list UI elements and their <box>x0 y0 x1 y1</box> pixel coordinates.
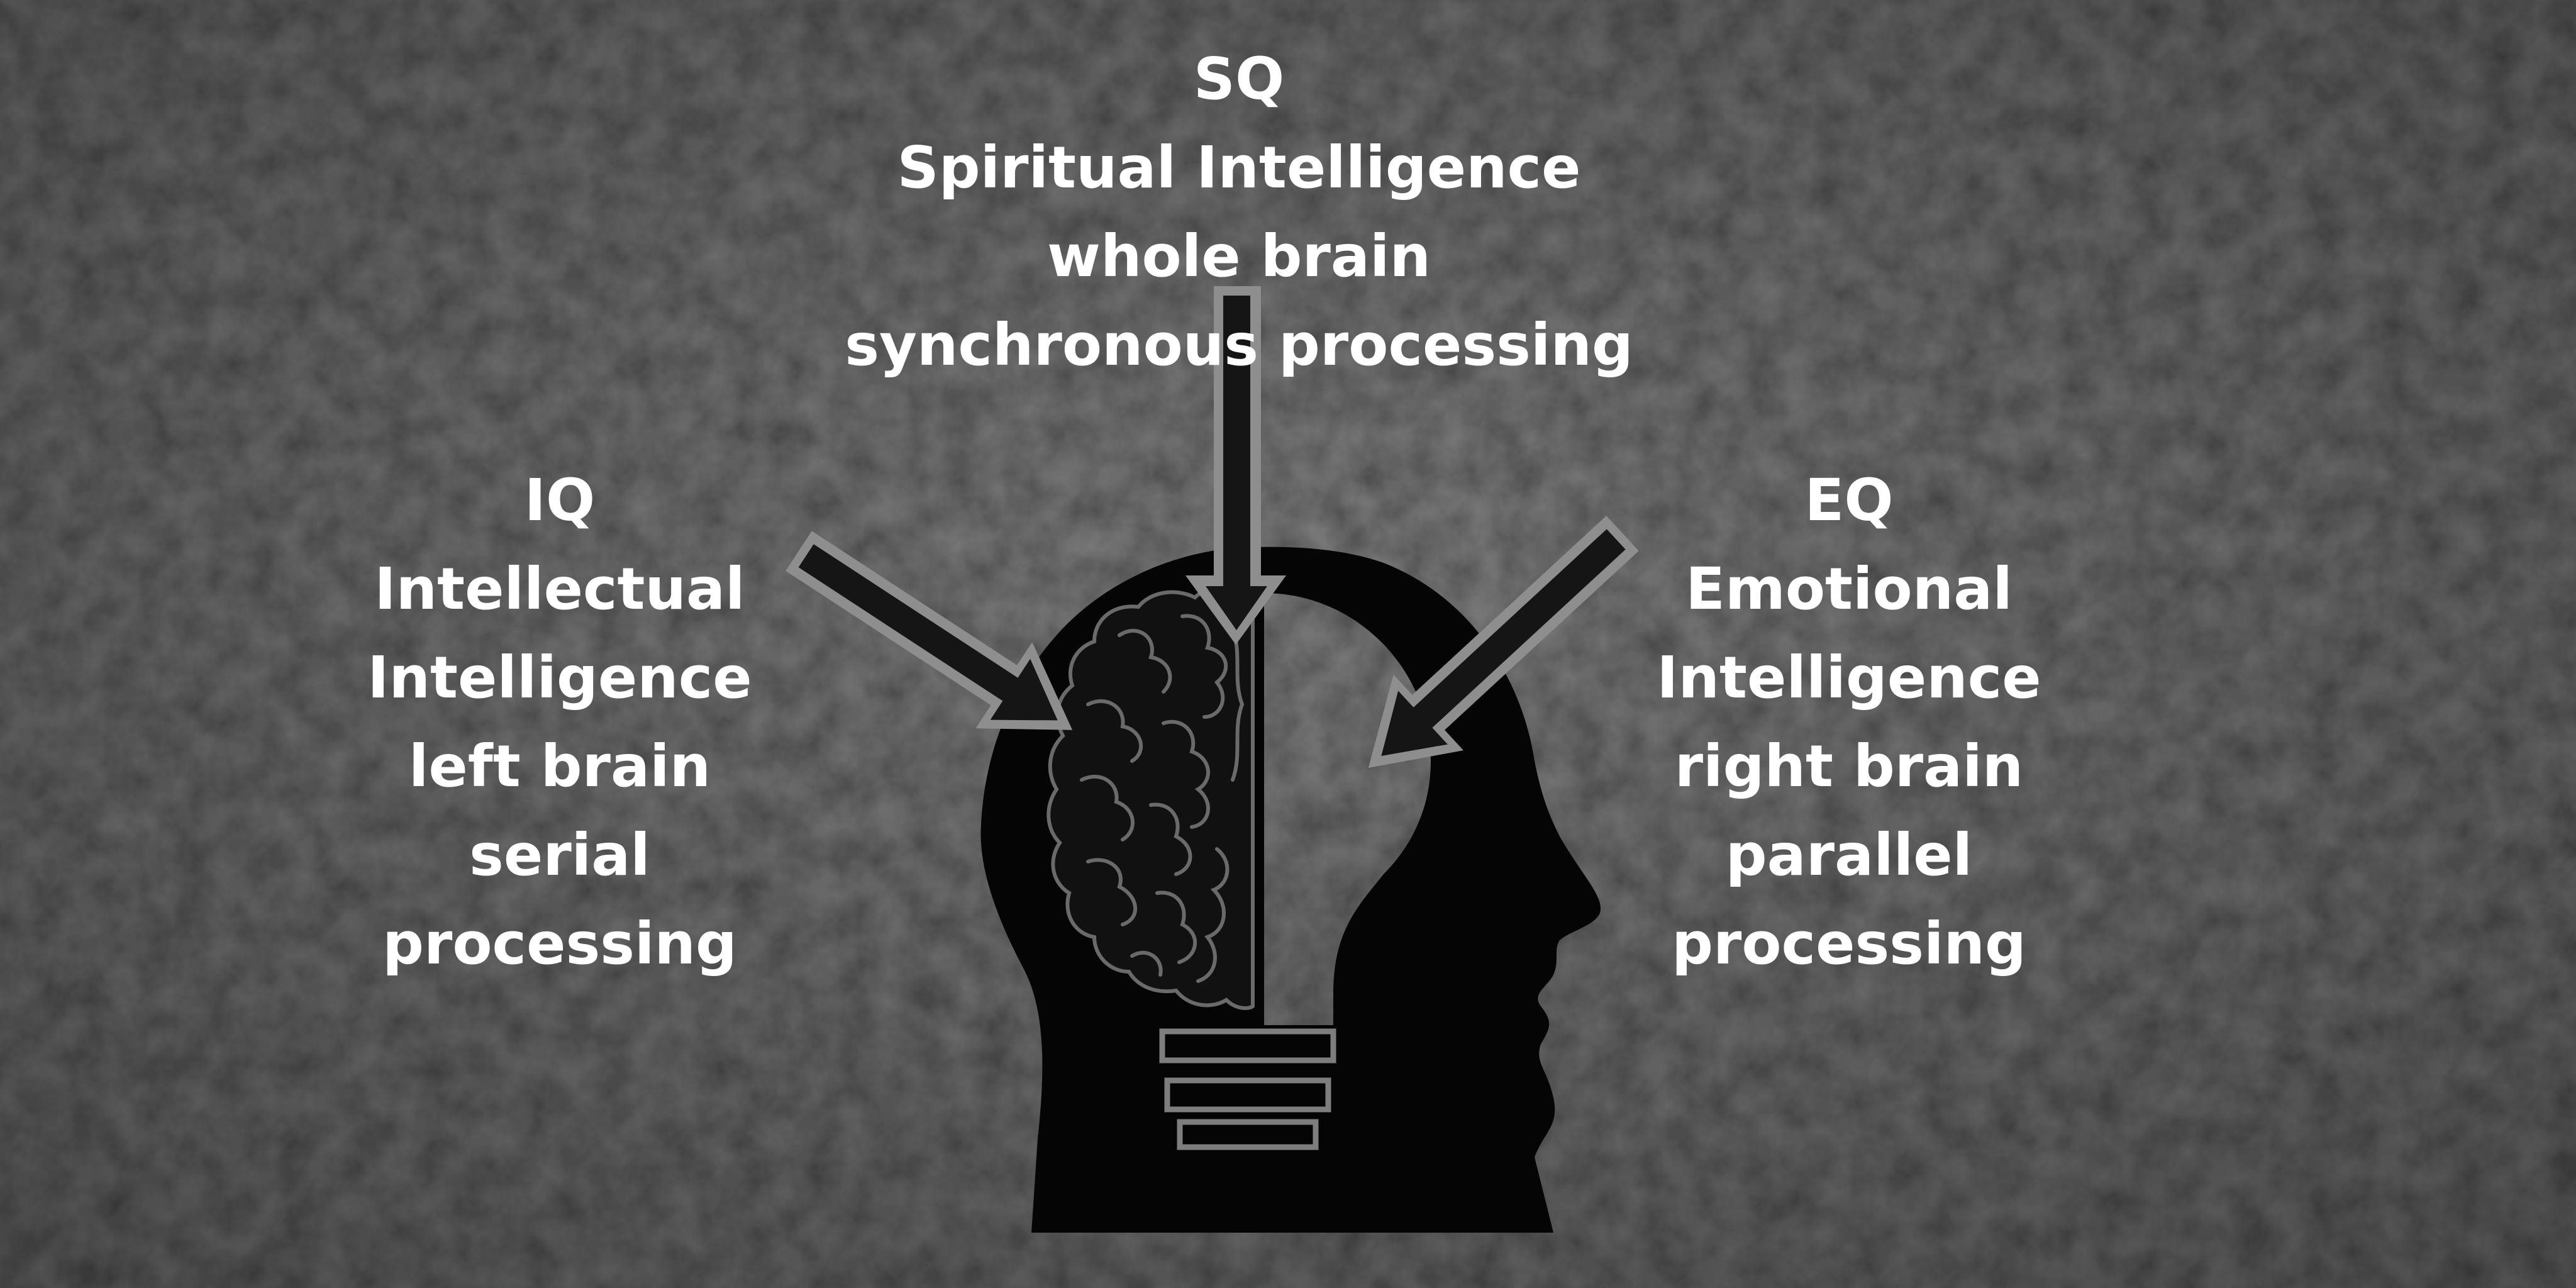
sq-region: whole brain <box>1047 223 1431 290</box>
iq-label: IQ Intellectual Intelligence left brain … <box>314 456 805 988</box>
brain-fold <box>1086 858 1138 926</box>
brain-fold <box>1086 699 1143 763</box>
eq-label: EQ Emotional Intelligence right brain pa… <box>1610 456 2088 988</box>
brain-fold <box>1118 628 1172 694</box>
brain-icon <box>1046 583 1255 1010</box>
brain-fold <box>1130 950 1163 977</box>
arrow-down-right-shaft <box>798 544 1058 721</box>
sq-name: Spiritual Intelligence <box>897 134 1581 201</box>
eq-name-line1: Emotional <box>1685 555 2012 623</box>
arrow-down-left-icon <box>1368 516 1639 768</box>
brain-fold <box>1155 891 1197 964</box>
bulb-base-icon <box>1159 1028 1336 1150</box>
eq-name-line2: Intelligence <box>1657 644 2041 711</box>
bulb-base-stripe <box>1177 1119 1319 1150</box>
iq-code: IQ <box>524 467 596 534</box>
arrow-down-right-icon <box>786 531 1073 730</box>
sq-mode: synchronous processing <box>845 311 1633 379</box>
brain-fold <box>1196 847 1230 983</box>
iq-mode-line1: serial <box>469 821 650 889</box>
brain-fold <box>1080 775 1135 841</box>
eq-mode-line1: parallel <box>1725 821 1973 889</box>
sq-label: SQ Spiritual Intelligence whole brain sy… <box>799 35 1679 389</box>
iq-mode-line2: processing <box>382 910 737 977</box>
iq-name-line2: Intelligence <box>367 644 752 711</box>
brain-fold <box>1149 802 1192 876</box>
arrow-down-shaft <box>1206 296 1267 630</box>
bulb-base-stripe <box>1164 1077 1331 1113</box>
arrow-down-icon <box>1185 286 1286 645</box>
brain-fold <box>1231 627 1245 782</box>
iq-name-line1: Intellectual <box>374 555 745 623</box>
iq-region: left brain <box>408 733 711 800</box>
arrow-down-left-shaft <box>1381 529 1626 756</box>
brain-fold <box>1180 614 1228 719</box>
eq-mode-line2: processing <box>1672 910 2026 977</box>
bulb-base-stripe <box>1159 1028 1336 1063</box>
brain-fold <box>1162 719 1210 829</box>
eq-code: EQ <box>1804 467 1894 534</box>
eq-region: right brain <box>1674 733 2024 800</box>
sq-code: SQ <box>1193 45 1285 113</box>
brain-fill <box>1046 583 1255 1010</box>
